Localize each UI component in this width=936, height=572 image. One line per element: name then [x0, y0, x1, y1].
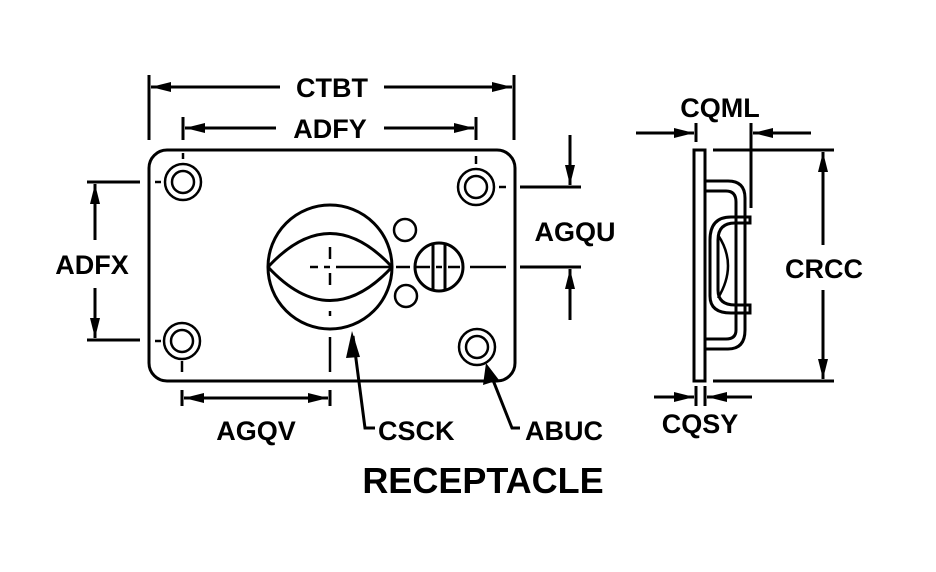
- label-cqml: CQML: [680, 93, 759, 123]
- small-hole-top: [392, 217, 418, 243]
- side-latch: [708, 215, 752, 315]
- callout-abuc: ABUC: [483, 363, 603, 446]
- dimension-ctbt: CTBT: [147, 73, 516, 140]
- dimension-adfy: ADFY: [181, 114, 478, 144]
- mounting-hole-top-right: [456, 167, 496, 207]
- mounting-hole-bottom-left: [162, 321, 202, 361]
- hole-centerline-ticks: [155, 153, 506, 372]
- label-cqsy: CQSY: [662, 409, 739, 439]
- dimension-adfx: ADFX: [55, 180, 140, 342]
- small-hole-bottom: [393, 283, 419, 309]
- front-view: CTBT ADFY ADFX AGQU: [55, 73, 615, 501]
- dimension-cqsy: CQSY: [654, 386, 752, 439]
- mounting-hole-bottom-right: [457, 327, 497, 367]
- label-agqv: AGQV: [216, 416, 296, 446]
- label-adfx: ADFX: [55, 250, 129, 280]
- side-receptacle-arc: [716, 234, 730, 299]
- centerlines: [310, 247, 506, 372]
- slotted-screw: [413, 241, 465, 293]
- diagram-title: RECEPTACLE: [362, 460, 603, 501]
- dimension-crcc: CRCC: [713, 148, 863, 383]
- label-agqu: AGQU: [535, 217, 616, 247]
- label-ctbt: CTBT: [296, 73, 368, 103]
- side-housing-outer: [705, 179, 747, 351]
- mounting-hole-top-left: [163, 162, 203, 202]
- dimension-agqv: AGQV: [180, 390, 332, 446]
- side-housing-inner: [705, 189, 738, 341]
- label-crcc: CRCC: [785, 254, 863, 284]
- label-adfy: ADFY: [293, 114, 367, 144]
- label-csck: CSCK: [378, 416, 455, 446]
- side-view: CQML CRCC CQSY: [636, 93, 863, 439]
- callout-csck: CSCK: [346, 331, 455, 446]
- label-abuc: ABUC: [525, 416, 603, 446]
- mounting-plate-outline: [147, 148, 517, 383]
- dimension-cqml: CQML: [636, 93, 811, 208]
- side-plate: [692, 148, 707, 383]
- dimension-agqu: AGQU: [520, 135, 616, 320]
